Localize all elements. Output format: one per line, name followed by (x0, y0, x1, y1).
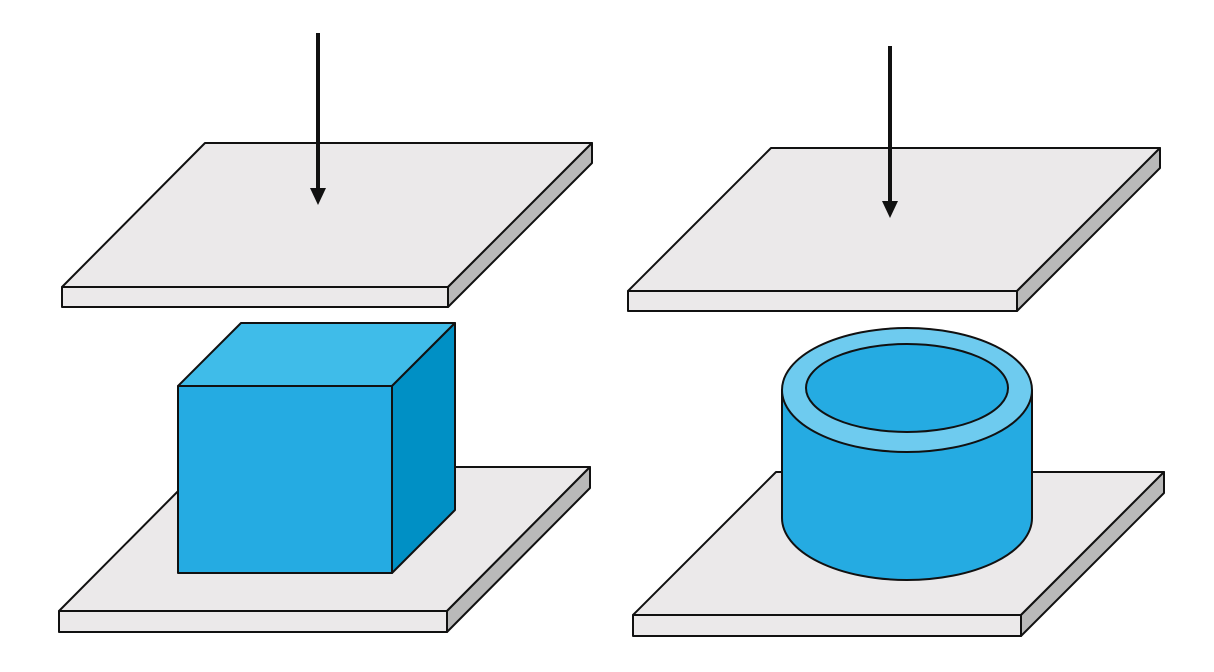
left-top-plate (61, 142, 593, 308)
cube-specimen (177, 322, 456, 574)
hollow-cylinder-specimen (781, 327, 1033, 581)
left-panel-cube (58, 33, 593, 633)
left-force-arrow-icon (310, 33, 326, 205)
right-panel-cylinder (627, 46, 1165, 637)
right-force-arrow-icon (882, 46, 898, 218)
right-top-plate (627, 147, 1161, 312)
